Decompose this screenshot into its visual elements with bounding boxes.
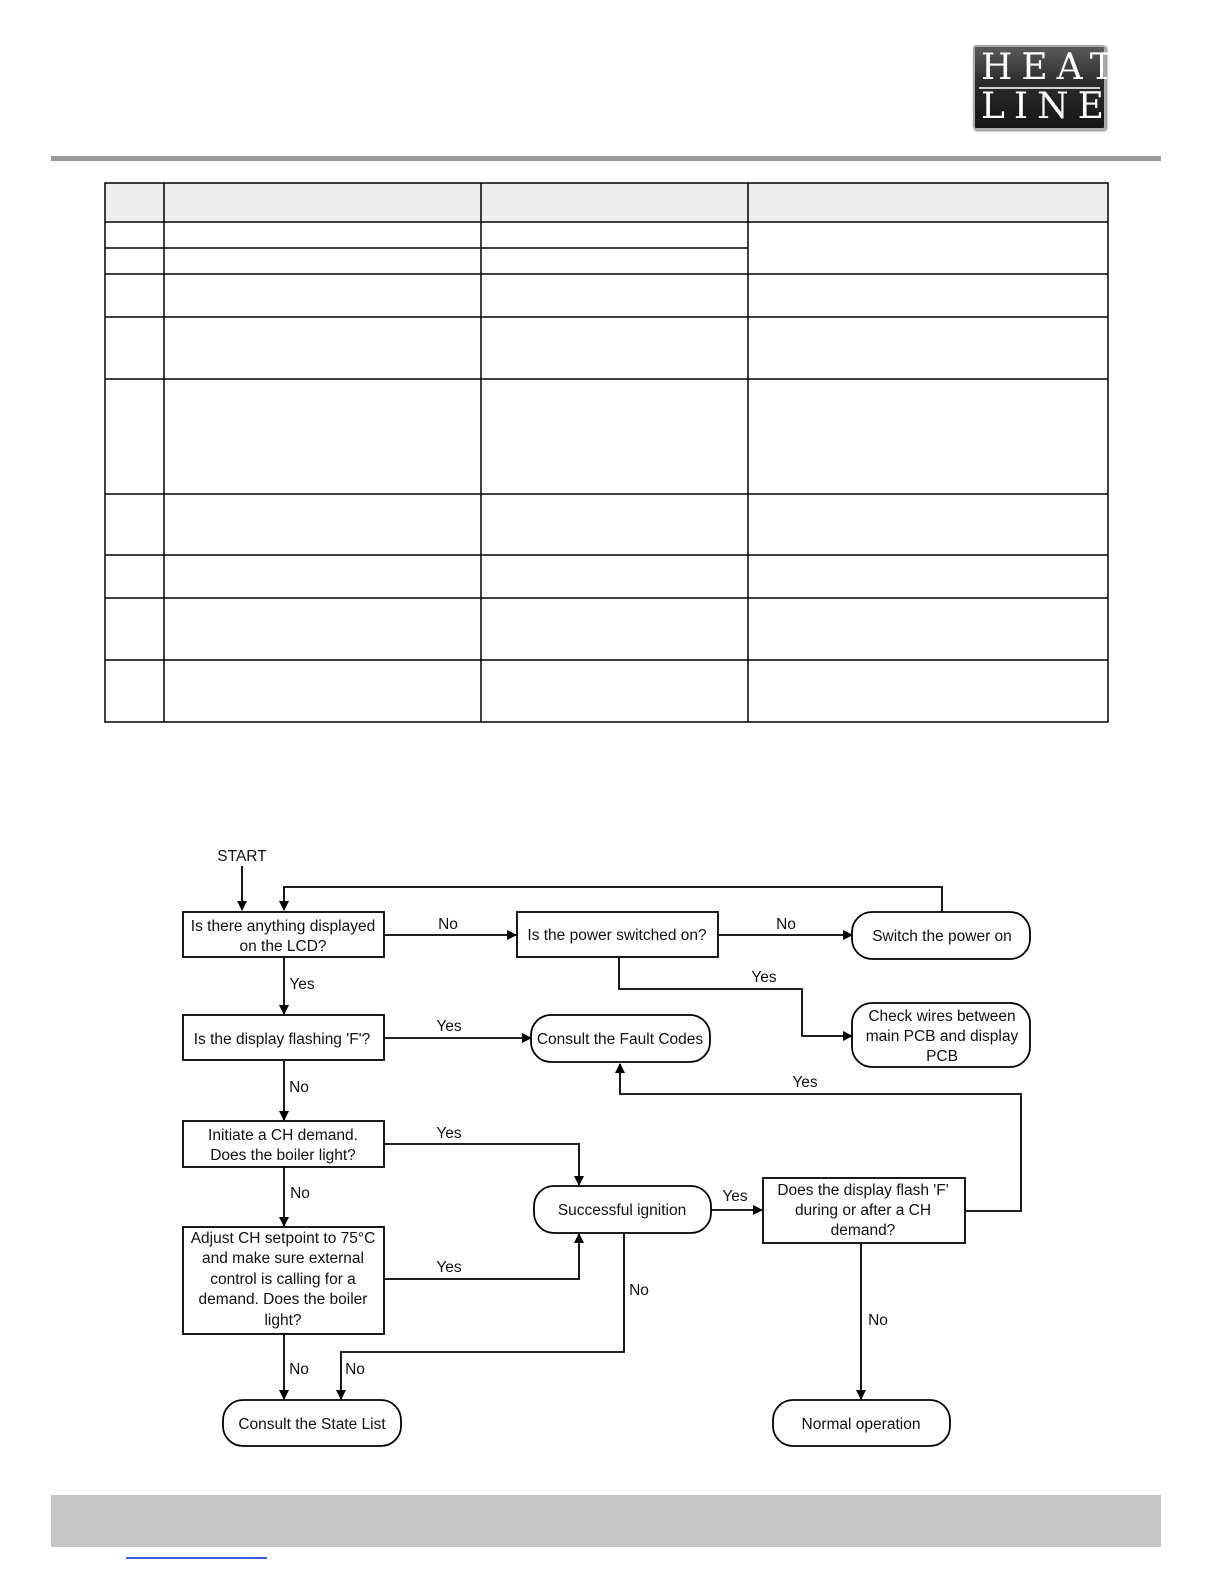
flash-after-line: during or after a CH xyxy=(795,1202,931,1219)
header-rule xyxy=(51,156,1161,161)
heatline-logo: HEAT LINE xyxy=(973,45,1123,130)
ignition-state: Successful ignition xyxy=(558,1202,686,1219)
edge-label-yes: Yes xyxy=(792,1074,818,1091)
fault-table xyxy=(104,182,1109,723)
ch-demand-line: Does the boiler light? xyxy=(210,1147,356,1164)
box-lcd xyxy=(182,911,385,958)
setpoint-line: and make sure external xyxy=(202,1250,364,1267)
box-power xyxy=(516,911,719,958)
box-switch-on xyxy=(851,911,1031,960)
box-normal xyxy=(772,1399,951,1447)
edge-label-no: No xyxy=(290,1185,310,1202)
edge-label-yes: Yes xyxy=(436,1125,462,1142)
arrow-flash-after-yes xyxy=(615,1063,1022,1212)
arrow-power-yes xyxy=(618,957,853,1041)
edge-label-no: No xyxy=(289,1079,309,1096)
setpoint-line: demand. Does the boiler xyxy=(199,1291,368,1308)
table-header-row xyxy=(105,183,1108,222)
setpoint-line: Adjust CH setpoint to 75°C xyxy=(191,1230,376,1247)
troubleshooting-flowchart: START Is there anything displayed on the… xyxy=(182,848,1031,1447)
logo-text-top: HEAT xyxy=(981,47,1123,88)
flash-after-line: Does the display flash 'F' xyxy=(777,1182,948,1199)
box-state-list xyxy=(222,1399,402,1447)
arrow-setpoint-yes xyxy=(384,1233,584,1280)
ch-demand-line: Initiate a CH demand. xyxy=(208,1127,358,1144)
check-wires-line: Check wires between xyxy=(868,1008,1015,1025)
check-wires-line: main PCB and display xyxy=(866,1028,1019,1045)
edge-label-yes: Yes xyxy=(751,969,777,986)
check-wires-line: PCB xyxy=(926,1048,958,1065)
flow-connectors xyxy=(237,866,1022,1400)
start-label: START xyxy=(217,848,267,865)
lcd-question-line: Is there anything displayed xyxy=(191,918,375,935)
edge-label-yes: Yes xyxy=(436,1018,462,1035)
logo-divider xyxy=(979,87,1100,89)
edge-label-no: No xyxy=(438,916,458,933)
state-list-action: Consult the State List xyxy=(238,1416,386,1433)
edge-label-no: No xyxy=(345,1361,365,1378)
box-setpoint xyxy=(182,1226,385,1335)
setpoint-line: control is calling for a xyxy=(210,1271,356,1288)
lcd-question-line: on the LCD? xyxy=(239,938,326,955)
box-ch-demand xyxy=(182,1120,385,1168)
edge-label-yes: Yes xyxy=(436,1259,462,1276)
logo-text-bottom: LINE xyxy=(981,86,1113,127)
switch-on-action: Switch the power on xyxy=(872,928,1012,945)
footer-link-underline[interactable] xyxy=(126,1557,267,1559)
edge-label-no: No xyxy=(629,1282,649,1299)
arrow-ch-yes xyxy=(384,1143,584,1186)
arrow-switch-loop xyxy=(279,886,943,912)
footer-band xyxy=(51,1495,1161,1547)
edge-label-no: No xyxy=(868,1312,888,1329)
edge-label-no: No xyxy=(776,916,796,933)
flashing-question: Is the display flashing 'F'? xyxy=(194,1031,371,1048)
arrow-ignition-no xyxy=(336,1234,625,1400)
box-check-wires xyxy=(851,1002,1031,1068)
edge-label-yes: Yes xyxy=(722,1188,748,1205)
table-border xyxy=(104,182,1109,723)
normal-operation: Normal operation xyxy=(802,1416,921,1433)
fault-codes-action: Consult the Fault Codes xyxy=(537,1031,704,1048)
setpoint-line: light? xyxy=(264,1312,301,1329)
box-flashing xyxy=(182,1014,385,1061)
box-ignition xyxy=(533,1185,712,1234)
box-fault-codes xyxy=(530,1014,711,1063)
box-flash-after xyxy=(762,1177,966,1244)
edge-label-yes: Yes xyxy=(289,976,315,993)
power-question: Is the power switched on? xyxy=(527,927,707,944)
edge-label-no: No xyxy=(289,1361,309,1378)
flash-after-line: demand? xyxy=(831,1222,896,1239)
